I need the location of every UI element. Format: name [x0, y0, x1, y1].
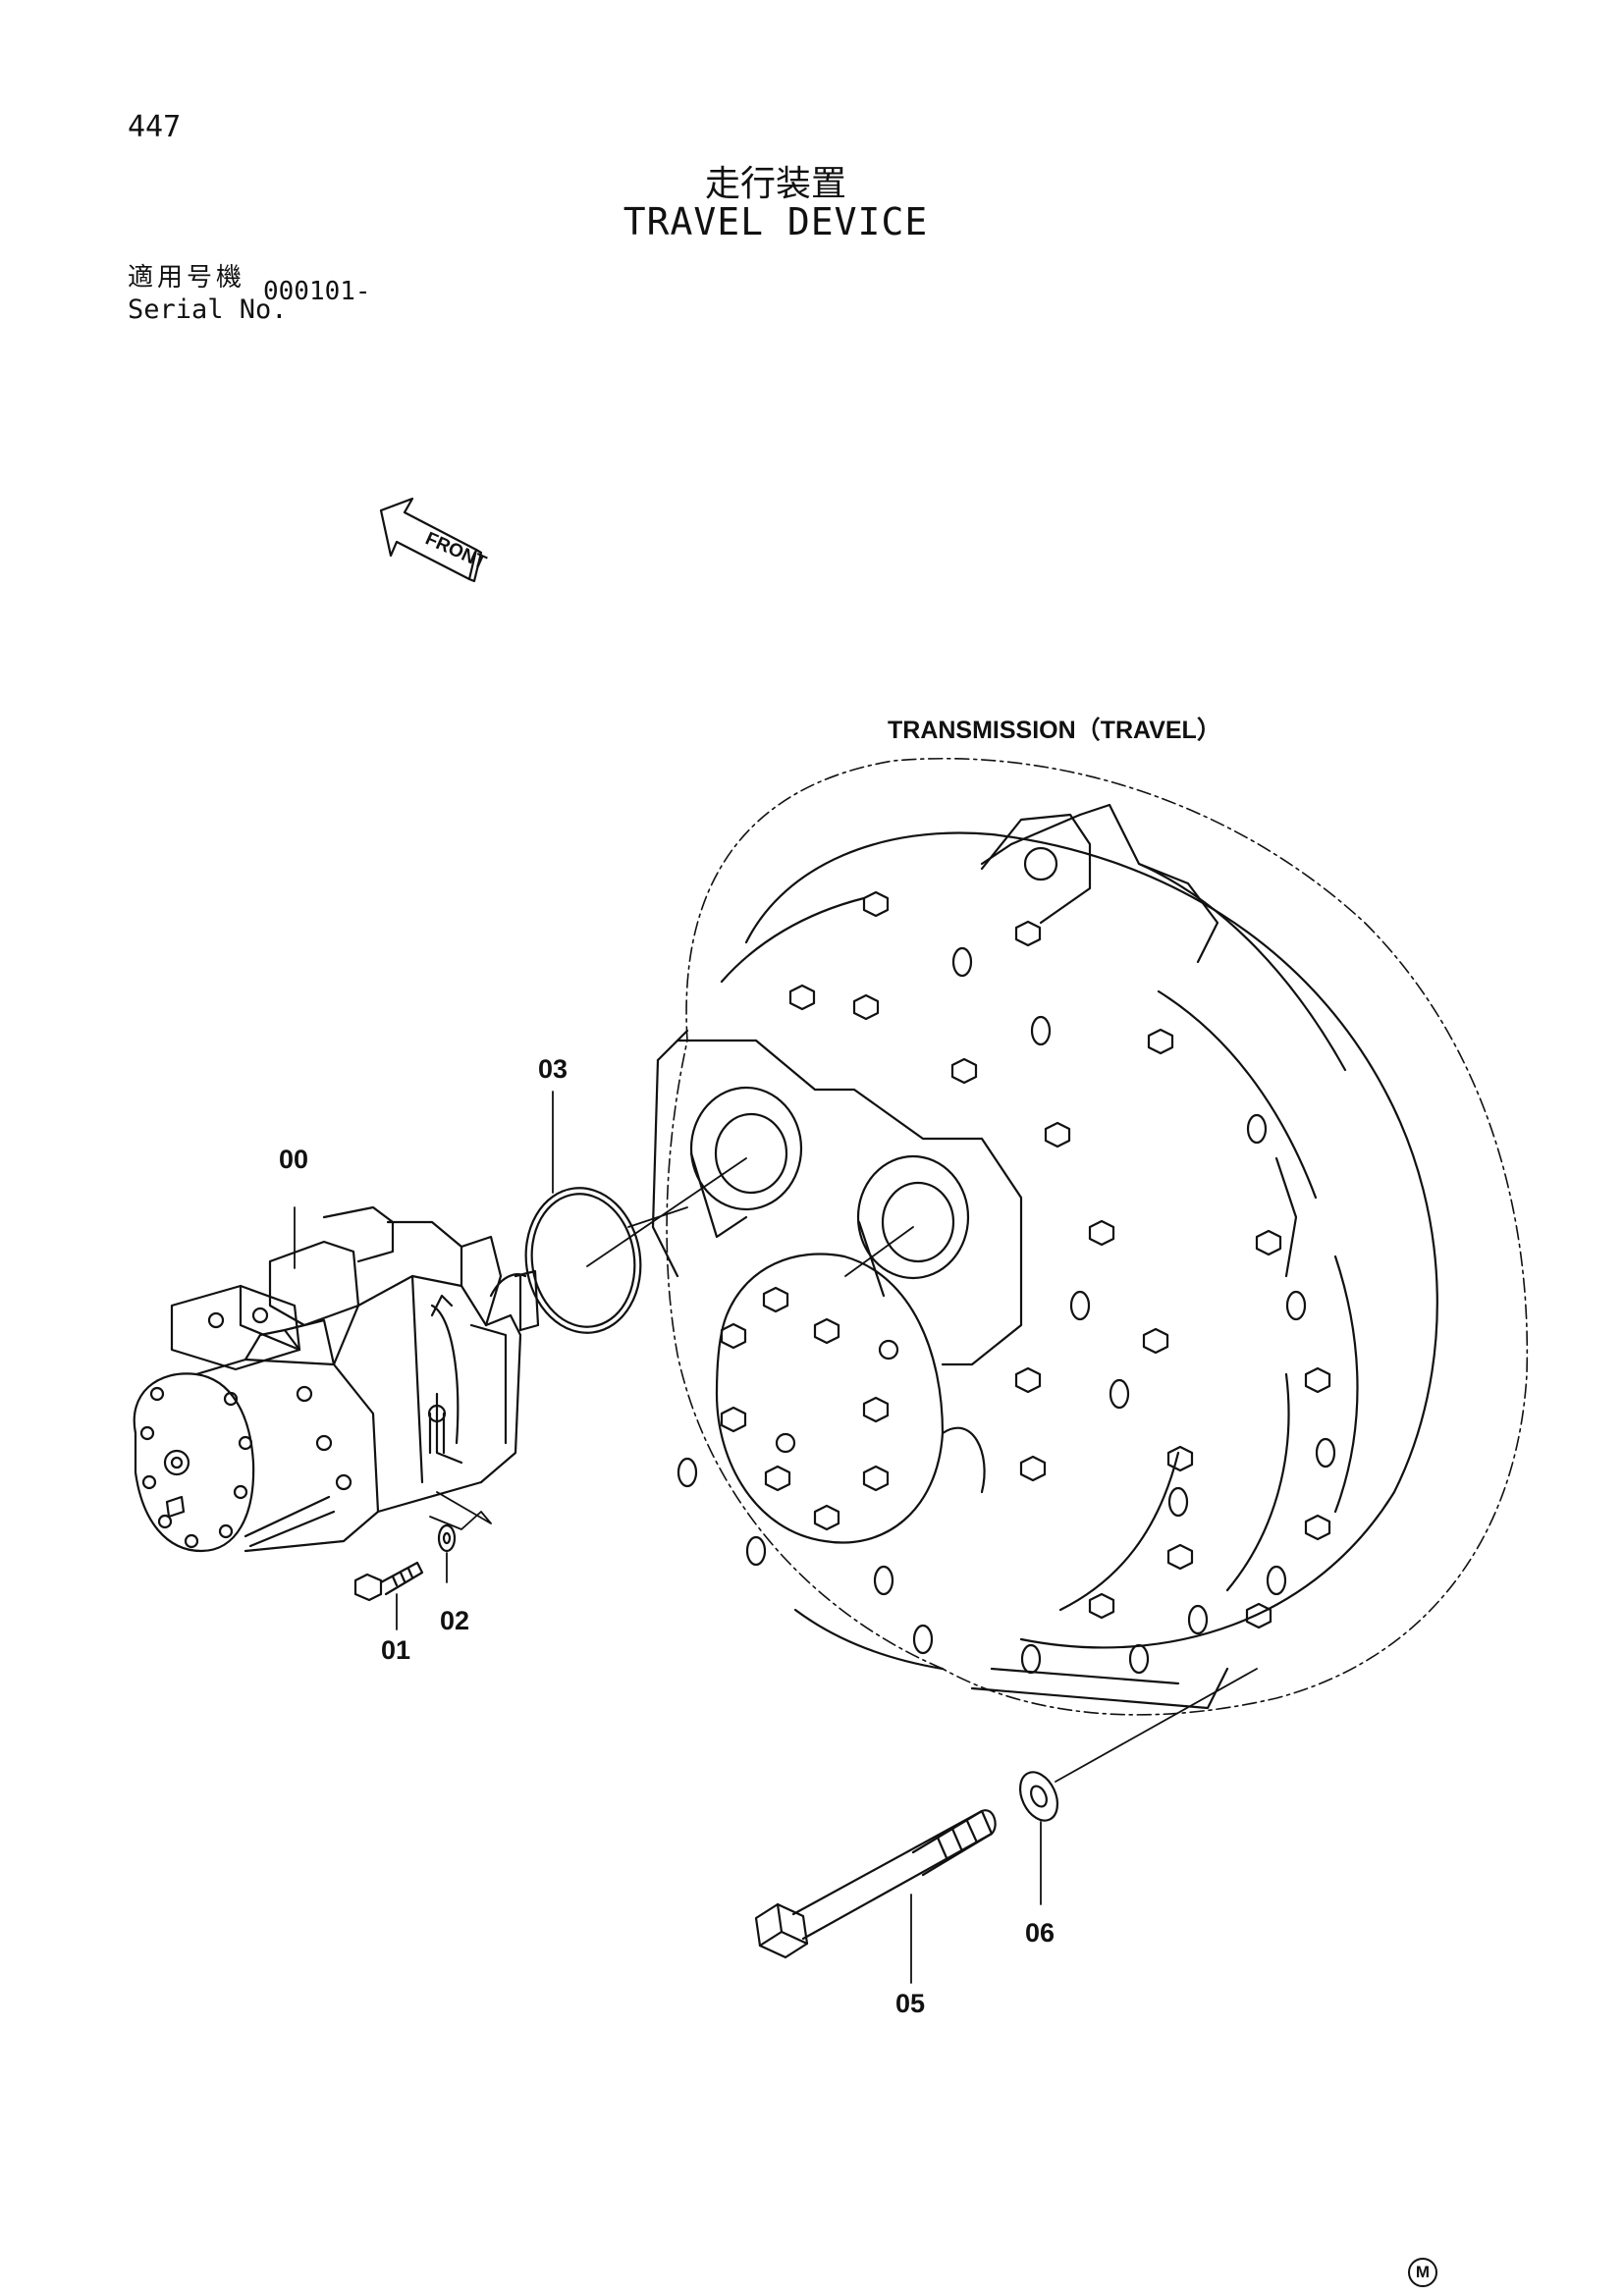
washer-icon-02 [437, 1523, 457, 1553]
leader-lines [294, 1091, 1258, 1984]
callout-01: 01 [381, 1635, 411, 1665]
motor-mounting-plate [651, 1029, 1023, 1366]
hub-bolt-icons [720, 1286, 899, 1531]
page-title-japanese: 走行装置 [704, 164, 846, 204]
transmission-outline [666, 758, 1529, 1716]
ring-hole-icons [677, 946, 1336, 1675]
travel-motor [133, 1205, 540, 1553]
front-arrow-label: FRONT [422, 528, 490, 573]
callout-00: 00 [279, 1145, 309, 1174]
o-ring-icon-03 [524, 1187, 642, 1334]
bolt-icon-05 [754, 1809, 997, 1959]
serial-label-japanese: 適用号機 [128, 263, 246, 293]
serial-number-value: 000101- [263, 277, 371, 306]
subassembly-label: TRANSMISSION（TRAVEL） [888, 717, 1221, 744]
maker-mark: M [1408, 2258, 1437, 2287]
bolt-icon-01 [353, 1561, 424, 1602]
callout-05: 05 [895, 1989, 926, 2018]
front-arrow-icon: FRONT [379, 497, 490, 583]
transmission-body [720, 803, 1438, 1710]
serial-label: Serial No. [128, 294, 288, 325]
output-hub [715, 1253, 986, 1544]
page-number: 447 [128, 110, 182, 144]
page-title: TRAVEL DEVICE [623, 200, 929, 243]
ring-bolt-icons [788, 890, 1331, 1629]
callout-02: 02 [440, 1606, 470, 1635]
callout-03: 03 [538, 1054, 568, 1084]
washer-icon-06 [1018, 1771, 1059, 1822]
callout-06: 06 [1025, 1918, 1056, 1948]
